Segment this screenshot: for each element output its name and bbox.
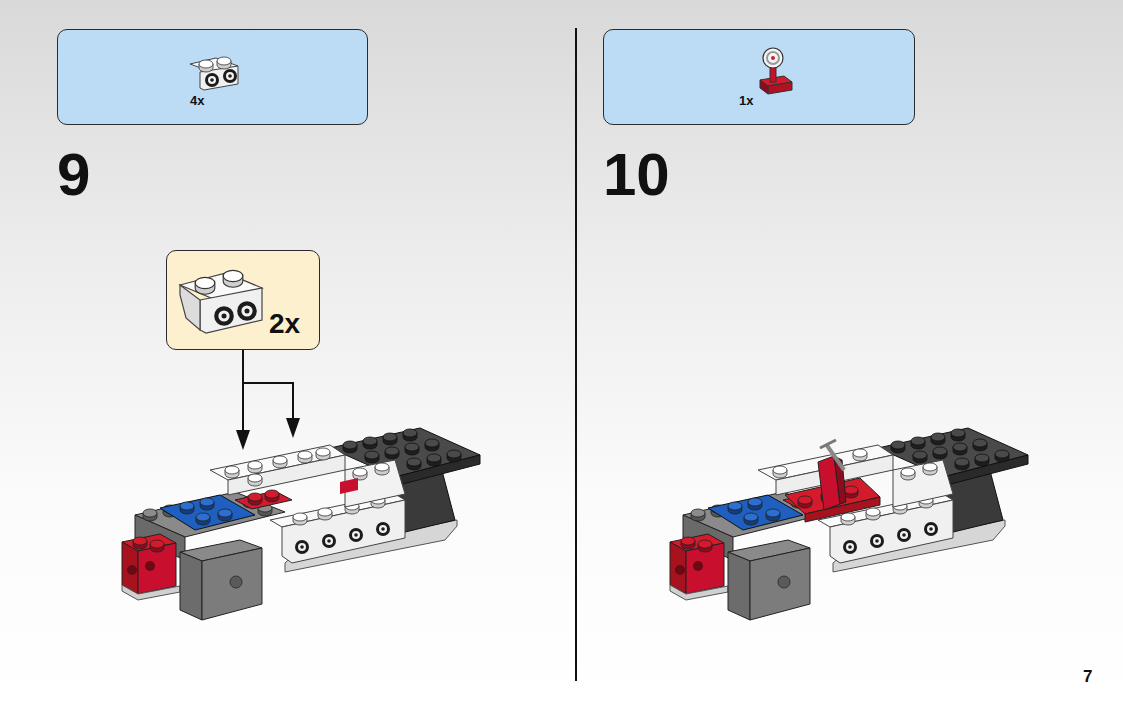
- quantity-label: 2x: [269, 310, 300, 338]
- parts-box: 4x: [57, 29, 368, 125]
- page-number: 7: [1083, 668, 1092, 685]
- step-10-model: [670, 428, 1028, 620]
- callout-arrows: [243, 350, 293, 432]
- arrowhead: [286, 418, 300, 438]
- callout-box: 2x: [166, 250, 320, 350]
- step-number: 9: [57, 145, 90, 205]
- steering-wheel-icon: [760, 48, 792, 94]
- quantity-label: 1x: [739, 94, 753, 107]
- callout-bracket-picture: [180, 270, 262, 333]
- arrowhead: [236, 430, 250, 450]
- quantity-label: 4x: [190, 94, 204, 107]
- bracket-icon: [190, 57, 238, 90]
- step-number: 10: [603, 145, 670, 205]
- step-9-model: [122, 428, 480, 620]
- step-divider: [575, 28, 577, 681]
- parts-box: 1x: [603, 29, 915, 125]
